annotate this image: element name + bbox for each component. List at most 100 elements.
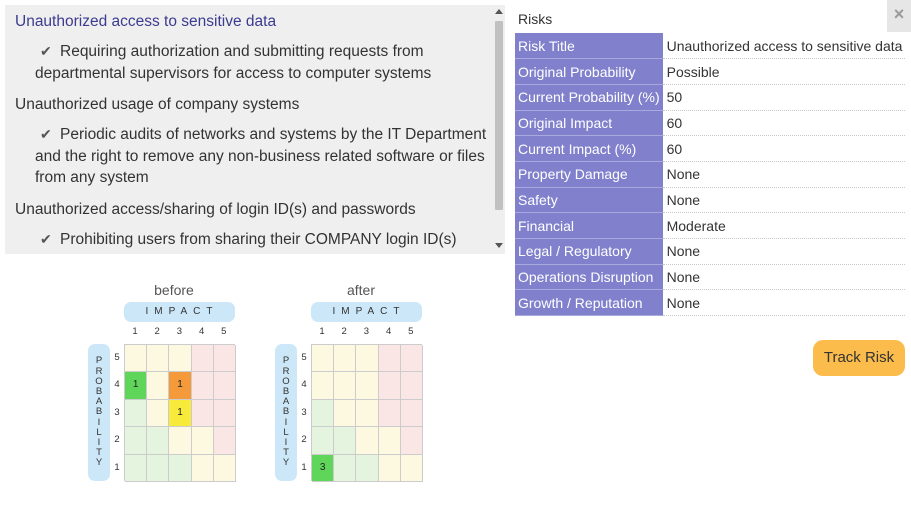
matrix-cell xyxy=(400,372,423,400)
risk-item-title[interactable]: Unauthorized usage of company systems xyxy=(15,96,300,113)
matrix-cell xyxy=(312,345,335,373)
probability-letter: L xyxy=(283,426,289,438)
matrix-cell xyxy=(169,427,192,455)
matrix-cell: 1 xyxy=(169,399,192,428)
matrix-cell xyxy=(169,345,192,373)
row-key: Original Probability xyxy=(515,58,663,85)
row-value: None xyxy=(662,289,906,317)
probability-tick: 3 xyxy=(114,406,120,418)
matrix-cell xyxy=(191,454,214,482)
row-key: Growth / Reputation xyxy=(515,289,663,317)
matrix-cell xyxy=(213,427,236,455)
matrix-cell xyxy=(378,345,401,373)
matrix-cell xyxy=(378,454,401,482)
matrix-cell xyxy=(356,427,379,455)
mitigation-item[interactable]: ✔︎Periodic audits of networks and system… xyxy=(35,124,491,189)
matrix-cell xyxy=(147,345,170,373)
matrix-cell xyxy=(400,399,423,428)
matrix-cell xyxy=(378,399,401,428)
scroll-down-icon[interactable] xyxy=(495,243,503,248)
probability-tick: 5 xyxy=(301,352,307,363)
probability-letter: L xyxy=(96,426,102,438)
matrix-cell xyxy=(312,372,335,400)
matrix-cell xyxy=(400,454,423,482)
mitigation-item[interactable]: ✔︎Requiring authorization and submitting… xyxy=(35,41,491,84)
impact-tick: 4 xyxy=(385,326,392,337)
impact-tick: 3 xyxy=(363,326,370,337)
row-value: 60 xyxy=(662,110,906,137)
matrix-cell: 1 xyxy=(125,372,148,400)
scroll-up-icon[interactable] xyxy=(495,9,503,14)
probability-letter: P xyxy=(282,355,290,367)
row-value: None xyxy=(662,238,906,265)
row-value: 50 xyxy=(662,84,906,111)
row-key: Legal / Regulatory xyxy=(515,238,663,265)
row-value: None xyxy=(662,264,906,291)
probability-letter: I xyxy=(97,437,101,448)
matrix-cell xyxy=(356,372,379,400)
matrix-cell xyxy=(125,454,148,482)
probability-letter: O xyxy=(282,375,290,387)
impact-axis-label: IMPACT xyxy=(124,302,235,322)
matrix-cell xyxy=(147,372,170,400)
matrix-cell xyxy=(356,345,379,373)
probability-letter: I xyxy=(284,437,288,448)
matrix-cell xyxy=(191,345,214,373)
probability-tick: 3 xyxy=(301,406,307,418)
probability-letter: O xyxy=(95,375,103,387)
matrix-cell xyxy=(147,427,170,455)
mitigation-item[interactable]: ✔︎ Prohibiting users from sharing their C… xyxy=(35,229,491,251)
track-risk-button[interactable]: Track Risk xyxy=(813,340,905,376)
scroll-thumb[interactable] xyxy=(495,21,503,210)
matrix-cell xyxy=(169,454,192,482)
matrix-cell xyxy=(334,427,357,455)
check-icon: ✔︎ xyxy=(40,230,52,247)
matrix-cell xyxy=(213,345,236,373)
probability-letter: B xyxy=(95,406,103,418)
impact-tick: 5 xyxy=(221,326,227,337)
matrix-cell xyxy=(378,372,401,400)
row-key: Original Impact xyxy=(515,110,663,137)
matrix-label: after xyxy=(346,282,375,298)
matrix-cell xyxy=(356,454,379,482)
matrix-cell xyxy=(356,399,379,428)
probability-letter: R xyxy=(282,365,290,377)
check-icon: ✔︎ xyxy=(40,43,52,59)
impact-tick: 2 xyxy=(154,326,160,337)
matrix-cell xyxy=(125,345,148,373)
risk-item-title[interactable]: Unauthorized access/sharing of login ID(… xyxy=(15,200,416,218)
probability-letter: B xyxy=(282,385,290,397)
list-scrollbar[interactable] xyxy=(493,5,505,254)
probability-tick: 2 xyxy=(114,434,120,446)
matrix-cell xyxy=(191,372,214,400)
row-key: Operations Disruption xyxy=(515,264,663,291)
check-icon: ✔︎ xyxy=(40,126,52,142)
mitigation-text: Prohibiting users from sharing their COM… xyxy=(60,230,457,248)
probability-letter: A xyxy=(282,396,290,408)
probability-letter: A xyxy=(95,396,103,408)
probability-letter: T xyxy=(96,447,102,459)
risk-item-title[interactable]: Unauthorized access to sensitive data xyxy=(15,13,277,30)
matrix-cell xyxy=(334,372,357,400)
matrix-cell xyxy=(334,345,357,373)
risk-list[interactable]: Unauthorized access to sensitive data ✔︎… xyxy=(5,5,505,254)
probability-letter: I xyxy=(284,416,288,428)
impact-tick: 3 xyxy=(176,326,183,337)
row-value: Unauthorized access to sensitive data xyxy=(662,33,906,60)
matrix-grid: 3 xyxy=(311,344,423,482)
row-value: None xyxy=(662,187,906,214)
probability-letter: Y xyxy=(282,457,290,469)
row-key: Financial xyxy=(515,212,663,239)
impact-tick: 1 xyxy=(319,326,325,337)
close-icon[interactable]: × xyxy=(887,0,911,32)
